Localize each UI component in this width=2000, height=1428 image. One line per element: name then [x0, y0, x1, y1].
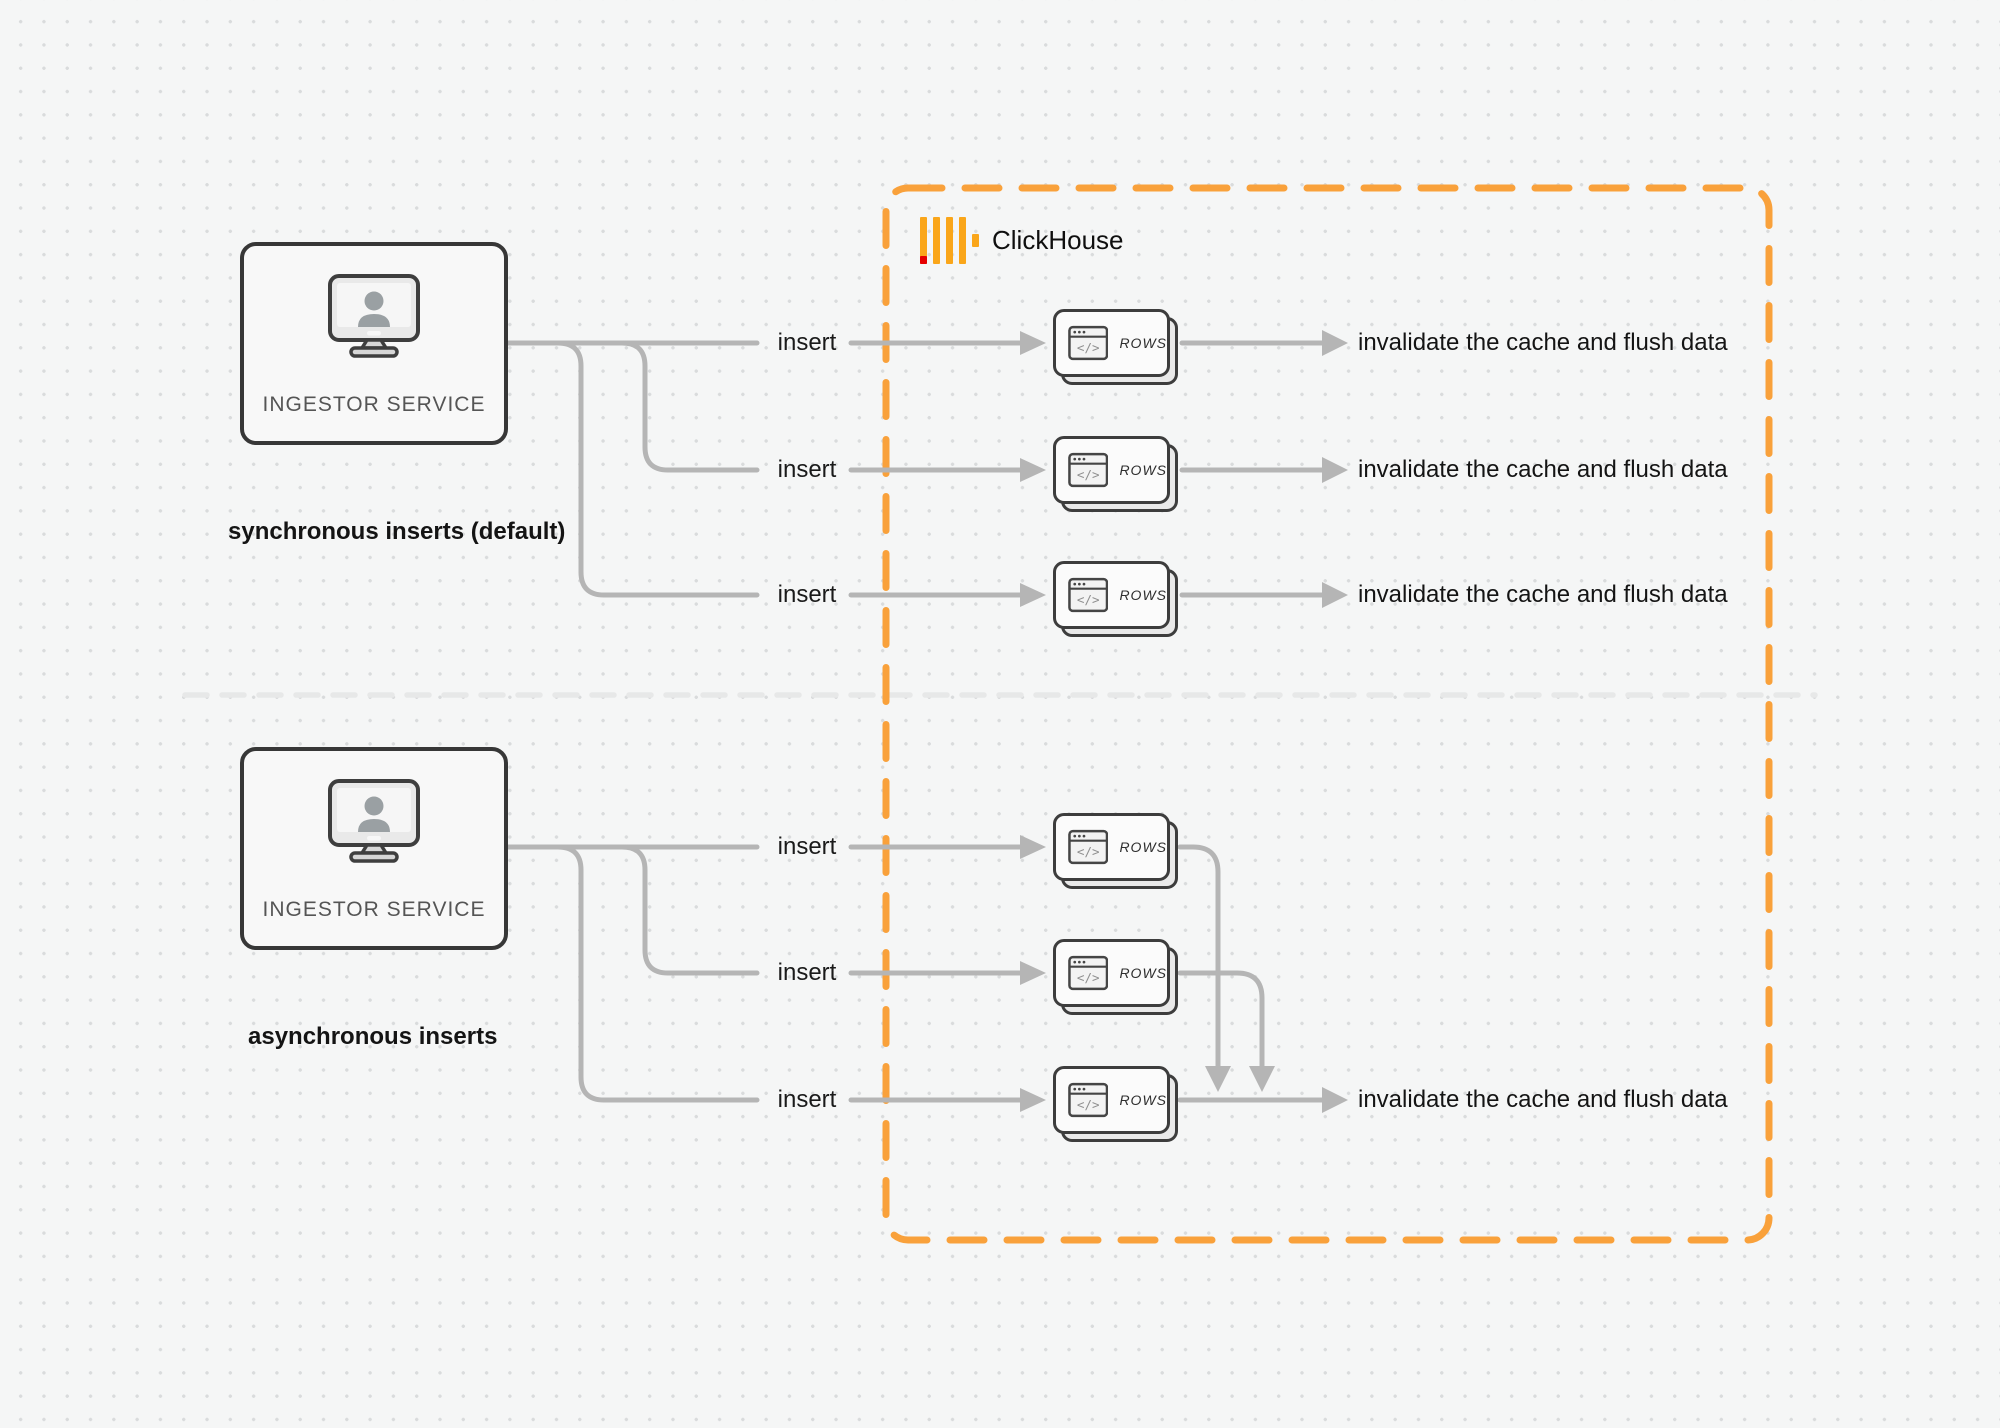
rows-label: ROWS	[1119, 335, 1167, 351]
invalidate-label: invalidate the cache and flush data	[1358, 329, 1728, 356]
code-icon-glyph: </>	[1077, 970, 1100, 985]
code-icon-glyph: </>	[1077, 844, 1100, 859]
rows-card-front: </> ROWS	[1053, 561, 1170, 629]
ingestor-service-box-async: INGESTOR SERVICE	[240, 747, 508, 950]
code-icon-glyph: </>	[1077, 340, 1100, 355]
code-window-icon: </>	[1068, 955, 1109, 991]
service-label: INGESTOR SERVICE	[262, 393, 486, 416]
rows-label: ROWS	[1119, 1092, 1167, 1108]
monitor-user-icon	[328, 274, 420, 358]
clickhouse-red-mark	[920, 256, 927, 264]
async-merge-1	[1177, 844, 1221, 1069]
monitor-user-icon	[328, 779, 420, 863]
rows-card: </> ROWS	[1053, 561, 1178, 637]
async-line-3	[555, 844, 760, 1103]
code-window-icon: </>	[1068, 1082, 1109, 1118]
clickhouse-logo: ClickHouse	[920, 217, 1124, 264]
invalidate-label: invalidate the cache and flush data	[1358, 456, 1728, 483]
async-caption: asynchronous inserts	[248, 1023, 498, 1050]
code-window-icon: </>	[1068, 325, 1109, 361]
code-icon-glyph: </>	[1077, 592, 1100, 607]
code-icon-glyph: </>	[1077, 467, 1100, 482]
rows-card-front: </> ROWS	[1053, 1066, 1170, 1134]
async-line-2	[619, 844, 760, 976]
code-window-icon: </>	[1068, 577, 1109, 613]
sync-line-2	[619, 340, 760, 473]
insert-label: insert	[777, 581, 837, 608]
rows-card: </> ROWS	[1053, 939, 1178, 1015]
gray-connectors	[505, 340, 1325, 1103]
rows-card-front: </> ROWS	[1053, 939, 1170, 1007]
rows-card: </> ROWS	[1053, 1066, 1178, 1142]
rows-card-front: </> ROWS	[1053, 309, 1170, 377]
rows-card: </> ROWS	[1053, 309, 1178, 385]
code-icon-glyph: </>	[1077, 1097, 1100, 1112]
code-window-icon: </>	[1068, 452, 1109, 488]
rows-label: ROWS	[1119, 587, 1167, 603]
insert-label: insert	[777, 329, 837, 356]
insert-label: insert	[777, 959, 837, 986]
insert-label: insert	[777, 1086, 837, 1113]
rows-card-front: </> ROWS	[1053, 813, 1170, 881]
insert-label: insert	[777, 456, 837, 483]
invalidate-label: invalidate the cache and flush data	[1358, 581, 1728, 608]
sync-line-3	[555, 340, 760, 598]
rows-label: ROWS	[1119, 965, 1167, 981]
clickhouse-brand-name: ClickHouse	[992, 225, 1124, 255]
async-merge-2	[1177, 970, 1265, 1069]
service-label: INGESTOR SERVICE	[262, 898, 486, 921]
rows-card: </> ROWS	[1053, 436, 1178, 512]
insert-label: insert	[777, 833, 837, 860]
ingestor-service-box-sync: INGESTOR SERVICE	[240, 242, 508, 445]
rows-card-front: </> ROWS	[1053, 436, 1170, 504]
rows-label: ROWS	[1119, 462, 1167, 478]
sync-caption: synchronous inserts (default)	[228, 518, 566, 545]
code-window-icon: </>	[1068, 829, 1109, 865]
invalidate-label: invalidate the cache and flush data	[1358, 1086, 1728, 1113]
rows-card: </> ROWS	[1053, 813, 1178, 889]
clickhouse-bars-icon	[920, 217, 979, 264]
rows-label: ROWS	[1119, 839, 1167, 855]
